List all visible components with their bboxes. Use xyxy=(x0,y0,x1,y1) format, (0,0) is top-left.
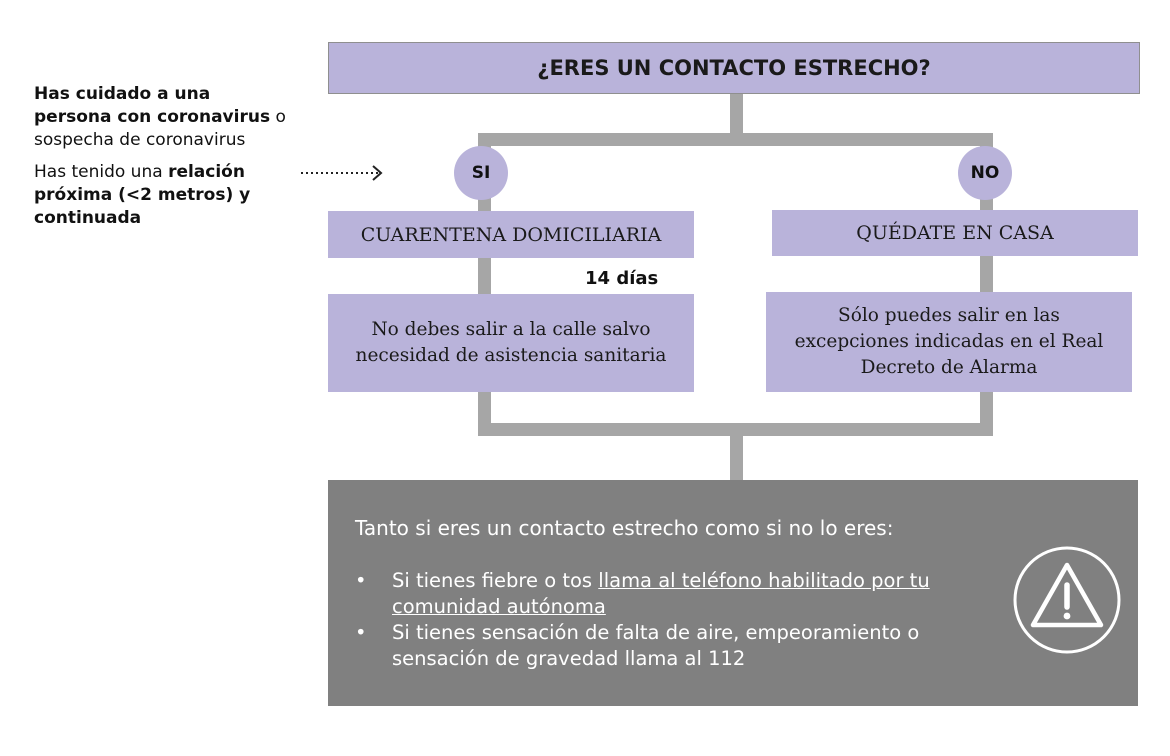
regional-phone-link[interactable]: llama al teléfono habilitado por tu comu… xyxy=(392,569,930,618)
warning-triangle-icon xyxy=(1013,546,1121,654)
advice-list: • Si tienes fiebre o tos llama al teléfo… xyxy=(355,568,995,672)
no-detail-box: Sólo puedes salir en las excepciones ind… xyxy=(766,292,1132,392)
yes-action-label: CUARENTENA DOMICILIARIA xyxy=(360,223,662,246)
yes-badge-label: SI xyxy=(471,163,491,183)
yes-detail-box: No debes salir a la calle salvo necesida… xyxy=(328,294,694,392)
no-action-label: QUÉDATE EN CASA xyxy=(856,222,1054,244)
criteria-proximity-bold: relación próxima (<2 metros) y continuad… xyxy=(34,162,251,228)
advice-item-breathing-text: Si tienes sensación de falta de aire, em… xyxy=(392,621,920,670)
criteria-care: Has cuidado a una persona con coronaviru… xyxy=(34,83,289,152)
bullet-icon: • xyxy=(355,569,367,592)
question-label: ¿ERES UN CONTACTO ESTRECHO? xyxy=(537,56,931,80)
bullet-icon: • xyxy=(355,621,367,644)
advice-title: Tanto si eres un contacto estrecho como … xyxy=(355,516,894,540)
yes-badge: SI xyxy=(454,146,508,200)
connector-bottom-vertical xyxy=(730,436,743,480)
connector-top-horizontal xyxy=(478,133,993,146)
criteria-sidebar: Has cuidado a una persona con coronaviru… xyxy=(34,83,289,230)
advice-item-fever-text: Si tienes fiebre o tos xyxy=(392,569,599,592)
no-badge-label: NO xyxy=(970,163,1000,183)
criteria-proximity-normal: Has tenido una xyxy=(34,162,169,182)
no-detail-text: Sólo puedes salir en las excepciones ind… xyxy=(794,305,1104,378)
connector-bottom-horizontal xyxy=(478,423,993,436)
advice-item-breathing: • Si tienes sensación de falta de aire, … xyxy=(355,620,995,672)
no-badge: NO xyxy=(958,146,1012,200)
no-action-box: QUÉDATE EN CASA xyxy=(772,210,1138,256)
criteria-care-normal: o sospecha de coronavirus xyxy=(34,107,286,150)
advice-panel: Tanto si eres un contacto estrecho como … xyxy=(328,480,1138,706)
yes-detail-text: No debes salir a la calle salvo necesida… xyxy=(355,319,667,366)
quarantine-duration: 14 días xyxy=(585,268,659,289)
advice-item-fever: • Si tienes fiebre o tos llama al teléfo… xyxy=(355,568,995,620)
criteria-care-bold: Has cuidado a una persona con coronaviru… xyxy=(34,84,271,127)
yes-action-box: CUARENTENA DOMICILIARIA xyxy=(328,211,694,258)
dotted-arrow-icon xyxy=(301,165,383,181)
question-box: ¿ERES UN CONTACTO ESTRECHO? xyxy=(328,42,1140,94)
connector-yes-mid xyxy=(478,257,491,295)
connector-no-mid xyxy=(980,255,993,293)
connector-top-vertical xyxy=(730,93,743,133)
criteria-proximity: Has tenido una relación próxima (<2 metr… xyxy=(34,161,289,230)
